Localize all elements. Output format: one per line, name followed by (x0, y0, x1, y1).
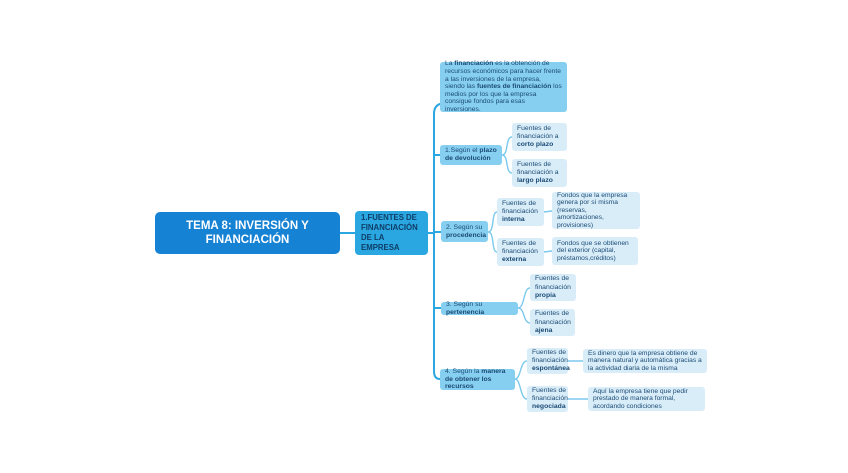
node-financiacion-interna[interactable]: Fuentes de financiación interna (497, 198, 544, 226)
node-largo-plazo[interactable]: Fuentes de financiación a largo plazo (512, 159, 567, 187)
branch-plazo-devolucion[interactable]: 1.Según el plazo de devolución (440, 145, 502, 165)
description-financiacion-externa[interactable]: Fondos que se obtienen del exterior (cap… (552, 237, 638, 265)
branch-manera-obtener-recursos[interactable]: 4. Según la manera de obtener los recurs… (440, 368, 515, 390)
root-node-fuentes-financiacion[interactable]: 1.FUENTES DE FINANCIACIÓN DE LA EMPRESA (355, 211, 428, 255)
node-financiacion-ajena[interactable]: Fuentes de financiación ajena (530, 309, 575, 336)
node-financiacion-externa[interactable]: Fuentes de financiación externa (497, 238, 544, 266)
branch-pertenencia[interactable]: 3. Según su pertenencia (441, 301, 518, 316)
branch-procedencia[interactable]: 2. Según su procedencia (441, 221, 488, 242)
description-financiacion-negociada[interactable]: Aquí la empresa tiene que pedir prestado… (588, 387, 705, 411)
definition-note[interactable]: La financiación es la obtención de recur… (440, 60, 567, 113)
node-corto-plazo[interactable]: Fuentes de financiación a corto plazo (512, 123, 567, 151)
description-financiacion-espontanea[interactable]: Es dinero que la empresa obtiene de mane… (583, 349, 707, 373)
description-financiacion-interna[interactable]: Fondos que la empresa genera por sí mism… (552, 192, 640, 229)
node-financiacion-espontanea[interactable]: Fuentes de financiación espontánea (527, 348, 570, 374)
node-financiacion-negociada[interactable]: Fuentes de financiación negociada (527, 386, 568, 412)
main-topic-node[interactable]: TEMA 8: INVERSIÓN Y FINANCIACIÓN (155, 212, 340, 254)
node-financiacion-propia[interactable]: Fuentes de financiación propia (530, 274, 576, 301)
